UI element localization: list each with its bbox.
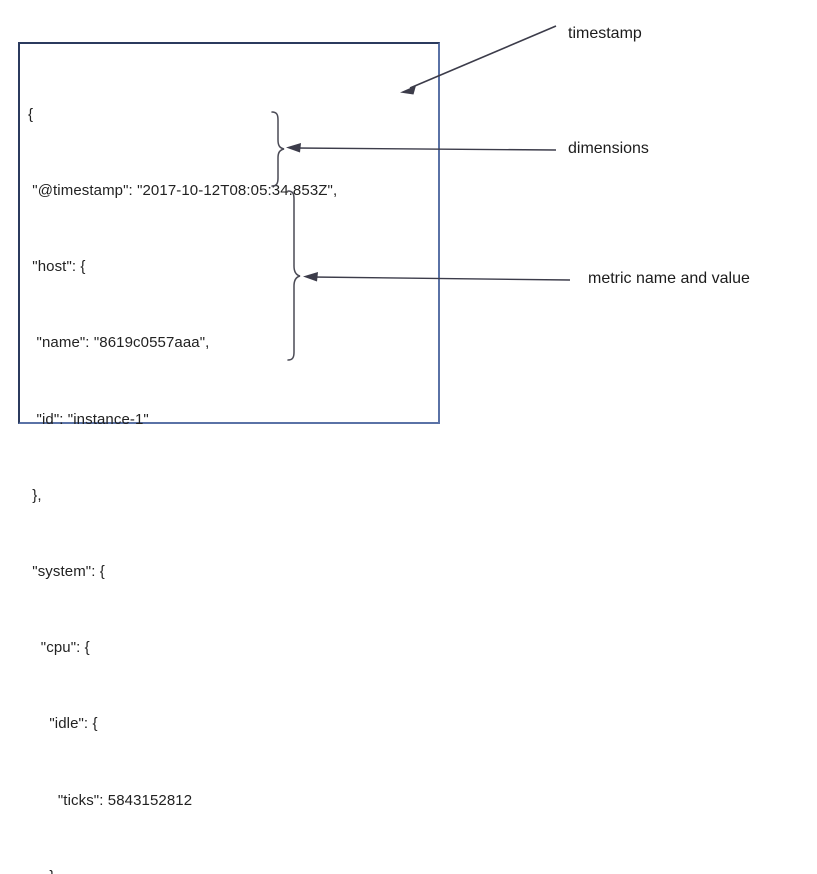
json-code-block: { "@timestamp": "2017-10-12T08:05:34.853… [28, 51, 337, 874]
json-line-host-close: }, [28, 486, 42, 504]
json-line-idle-open: "idle": { [28, 715, 98, 733]
json-line-cpu-open: "cpu": { [28, 639, 90, 657]
callout-label-timestamp: timestamp [568, 25, 642, 42]
callout-label-dimensions: dimensions [568, 140, 649, 157]
json-line: { [28, 105, 34, 123]
json-line-ticks: "ticks": 5843152812 [28, 791, 193, 809]
json-line-system-open: "system": { [28, 563, 105, 581]
json-line-host-open: "host": { [28, 258, 86, 276]
json-line-host-id: "id": "instance-1" [28, 410, 149, 428]
json-document-box: { "@timestamp": "2017-10-12T08:05:34.853… [18, 42, 440, 874]
diagram-canvas: { "@timestamp": "2017-10-12T08:05:34.853… [18, 25, 750, 874]
json-line-idle-close: }, [28, 864, 337, 874]
json-line-timestamp: "@timestamp": "2017-10-12T08:05:34.853Z"… [28, 182, 338, 200]
callout-label-metric: metric name and value [588, 270, 750, 287]
json-line-host-name: "name": "8619c0557aaa", [28, 334, 210, 352]
